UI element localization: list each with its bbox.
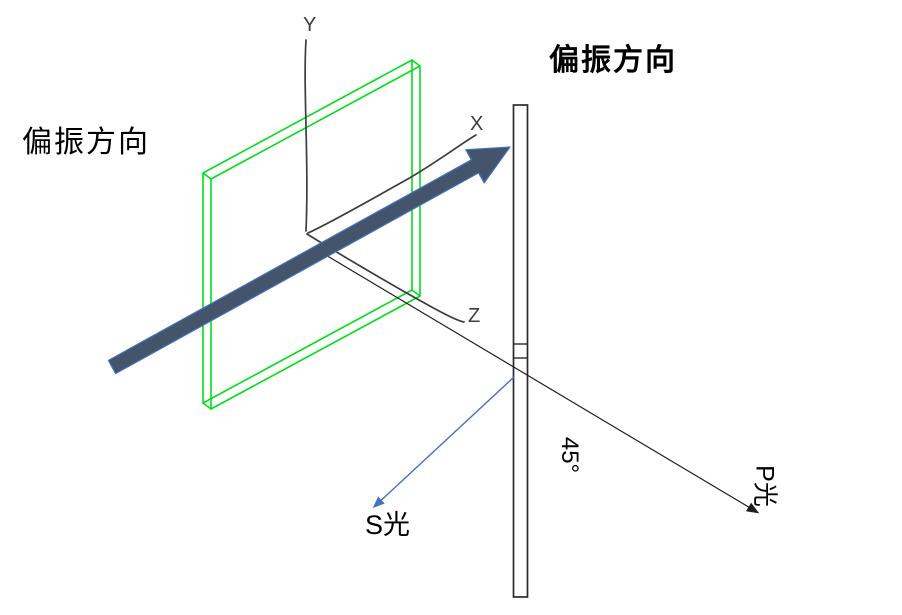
axis-z-label: Z bbox=[468, 305, 481, 327]
p-ray-label: P光 bbox=[750, 465, 779, 507]
incident-light-arrow bbox=[107, 146, 511, 375]
polarizer-plate bbox=[202, 59, 421, 410]
axis-x-label: X bbox=[470, 113, 484, 135]
top-polarization-label: 偏振方向 bbox=[549, 44, 677, 77]
x-axis-line bbox=[307, 134, 477, 234]
left-polarization-label: 偏振方向 bbox=[22, 126, 150, 159]
s-ray-label: S光 bbox=[365, 510, 411, 540]
s-ray-line bbox=[372, 376, 515, 509]
plate-back-face bbox=[202, 59, 413, 404]
y-axis-line bbox=[304, 39, 308, 232]
plate-front-face bbox=[210, 65, 421, 410]
analyzer-bar bbox=[512, 104, 529, 598]
axis-y-label: Y bbox=[303, 14, 317, 36]
angle-label: 45° bbox=[556, 436, 583, 474]
p-ray-line bbox=[313, 247, 760, 514]
plate-thickness-edges bbox=[202, 59, 421, 410]
